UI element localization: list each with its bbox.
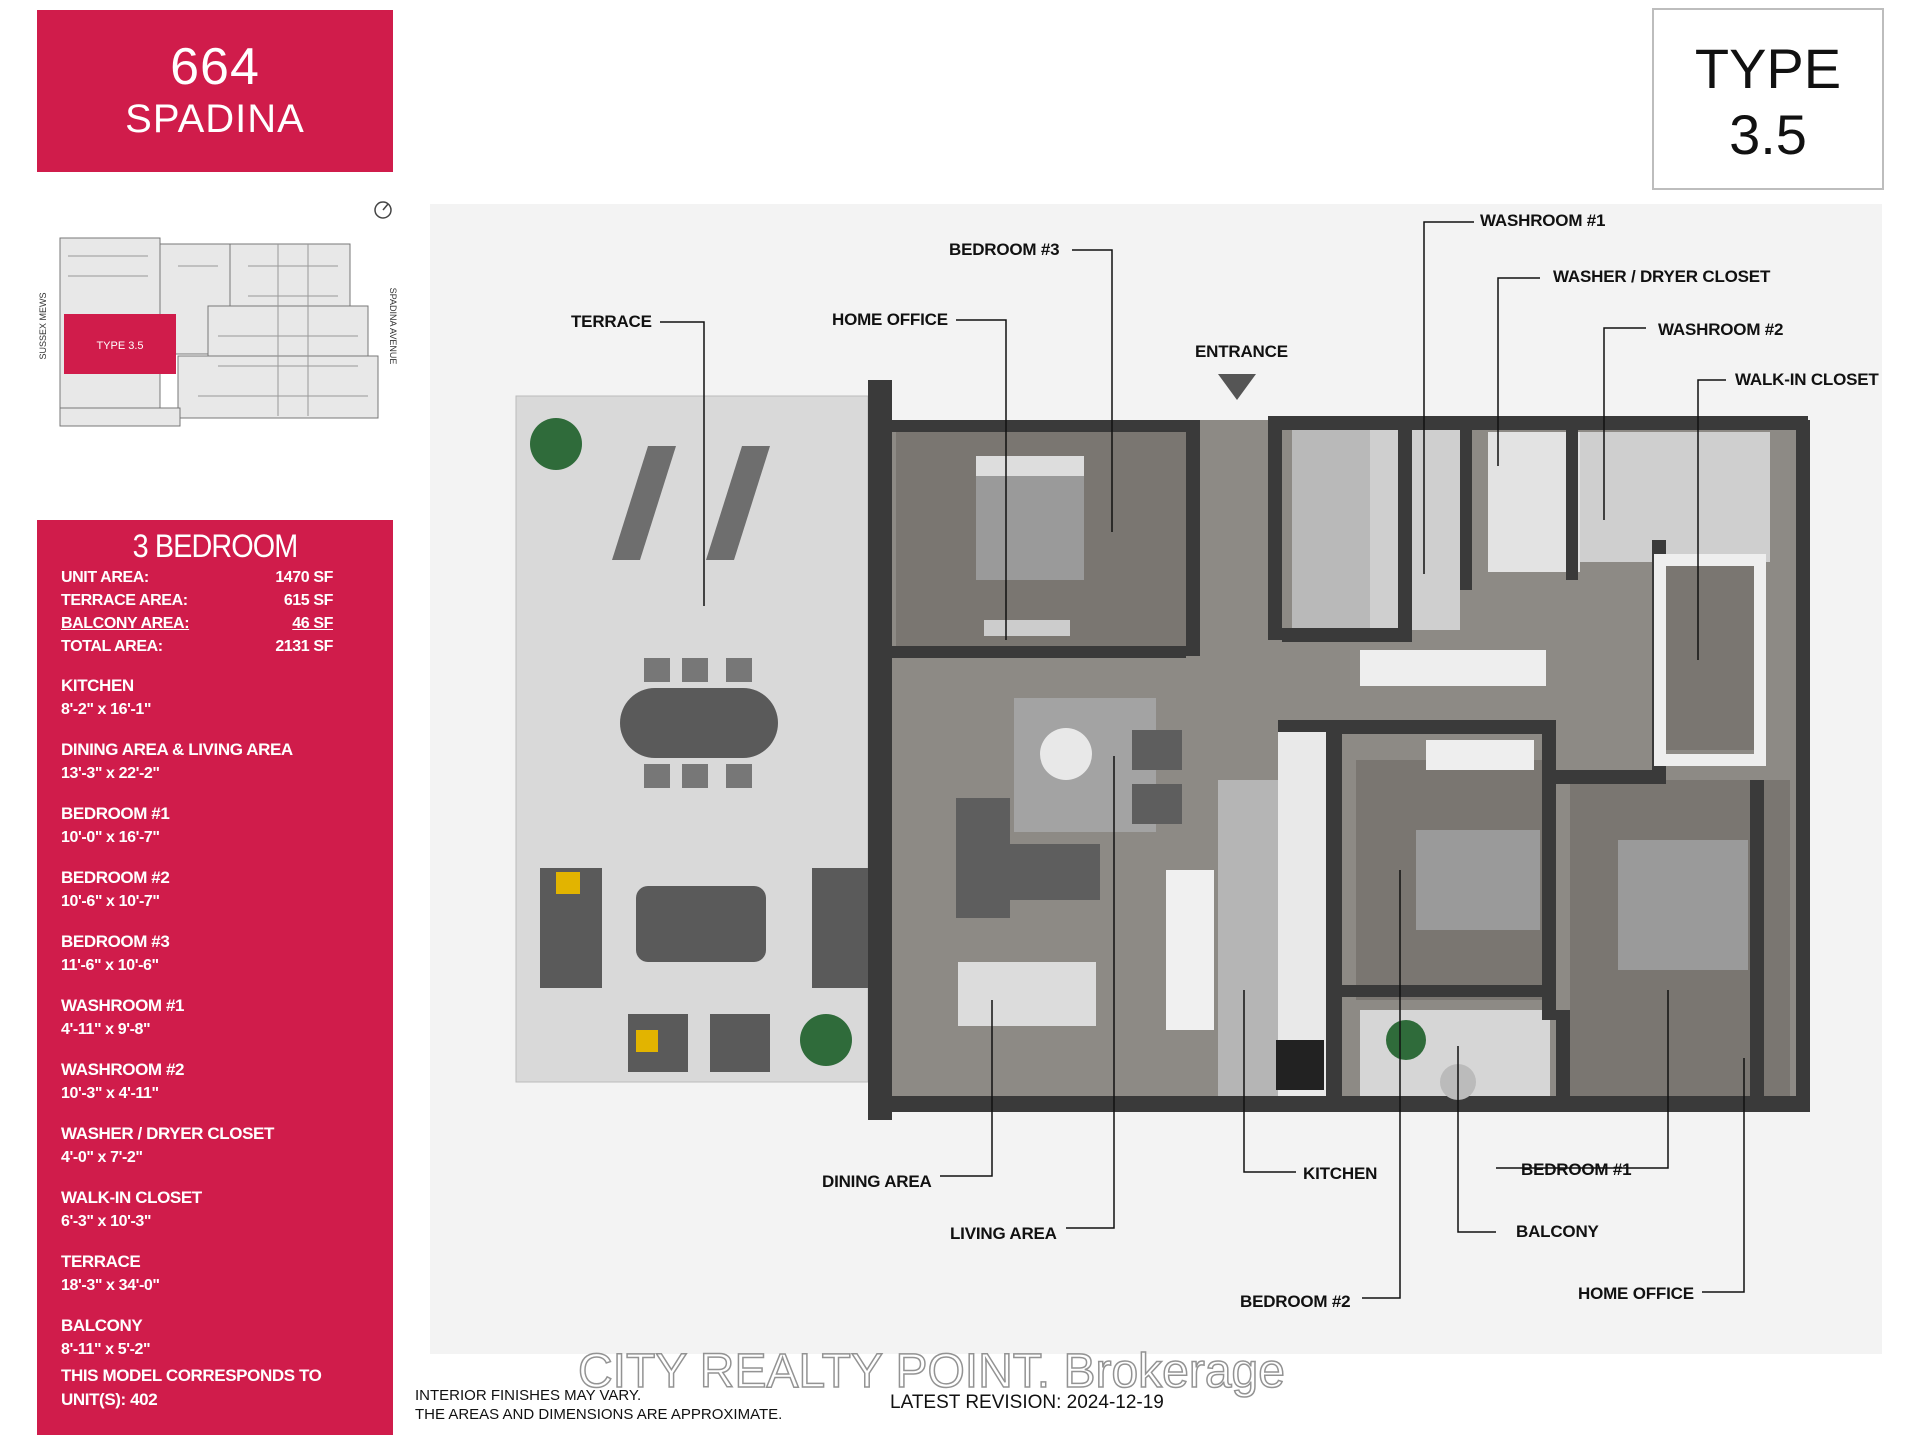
spec-panel: 3 BEDROOM UNIT AREA: 1470 SF TERRACE AREA… — [37, 520, 393, 1435]
label-living-area: LIVING AREA — [950, 1224, 1057, 1243]
note-line-1: INTERIOR FINISHES MAY VARY. — [415, 1387, 642, 1404]
room-name: KITCHEN — [61, 676, 134, 695]
list-item: TERRACE 18'-3" x 34'-0" — [61, 1250, 393, 1298]
room-dimension: 13'-3" x 22'-2" — [61, 765, 160, 782]
street-label-right: SPADINA AVENUE — [388, 288, 398, 365]
room-dimension: 10'-6" x 10'-7" — [61, 893, 160, 910]
list-item: BEDROOM #2 10'-6" x 10'-7" — [61, 866, 393, 914]
area-row: UNIT AREA: 1470 SF — [61, 566, 333, 589]
area-label: TOTAL AREA: — [61, 638, 163, 655]
room-name: WASHER / DRYER CLOSET — [61, 1124, 274, 1143]
list-item: BALCONY 8'-11" x 5'-2" — [61, 1314, 393, 1362]
label-washroom-2: WASHROOM #2 — [1658, 320, 1784, 339]
list-item: BEDROOM #1 10'-0" x 16'-7" — [61, 802, 393, 850]
note-line-2: THE AREAS AND DIMENSIONS ARE APPROXIMATE… — [415, 1406, 783, 1423]
bedroom-count-header: 3 BEDROOM — [132, 528, 299, 564]
label-washer-dryer-closet: WASHER / DRYER CLOSET — [1553, 267, 1771, 286]
building-name: SPADINA — [125, 97, 305, 141]
area-value: 2131 SF — [275, 638, 333, 655]
label-bedroom-1: BEDROOM #1 — [1521, 1160, 1632, 1179]
area-value: 615 SF — [283, 592, 334, 609]
area-value: 46 SF — [292, 615, 333, 632]
list-item: WALK-IN CLOSET 6'-3" x 10'-3" — [61, 1186, 393, 1234]
room-name: WALK-IN CLOSET — [61, 1188, 202, 1207]
north-arrow-icon — [374, 201, 392, 219]
room-name: BEDROOM #1 — [61, 804, 170, 823]
area-value: 1470 SF — [275, 569, 333, 586]
room-name: WASHROOM #1 — [61, 996, 185, 1015]
disclaimer-notes: INTERIOR FINISHES MAY VARY. THE AREAS AN… — [415, 1386, 782, 1424]
revision-date: LATEST REVISION: 2024-12-19 — [890, 1392, 1164, 1413]
room-dimension: 6'-3" x 10'-3" — [61, 1213, 152, 1230]
unit-type-box: TYPE 3.5 — [1652, 8, 1884, 190]
room-name: BEDROOM #3 — [61, 932, 170, 951]
list-item: WASHER / DRYER CLOSET 4'-0" x 7'-2" — [61, 1122, 393, 1170]
area-label: UNIT AREA: — [61, 569, 149, 586]
label-bedroom-2: BEDROOM #2 — [1240, 1292, 1351, 1311]
list-item: BEDROOM #3 11'-6" x 10'-6" — [61, 930, 393, 978]
label-entrance: ENTRANCE — [1195, 342, 1288, 361]
terrace-furniture — [530, 418, 868, 1072]
room-dimension: 8'-11" x 5'-2" — [61, 1341, 151, 1358]
list-item: KITCHEN 8'-2" x 16'-1" — [61, 674, 393, 722]
brokerage-watermark: CITY REALTY POINT. Brokerage — [577, 1344, 1285, 1399]
model-line-2: UNIT(S): 402 — [61, 1390, 158, 1409]
room-name: TERRACE — [61, 1252, 141, 1271]
label-kitchen: KITCHEN — [1303, 1164, 1378, 1183]
model-unit-note: THIS MODEL CORRESPONDS TO UNIT(S): 402 — [61, 1364, 393, 1412]
area-label: TERRACE AREA: — [61, 592, 188, 609]
area-row: BALCONY AREA: 46 SF — [61, 612, 333, 635]
room-dimension: 4'-0" x 7'-2" — [61, 1149, 143, 1166]
label-dining-area: DINING AREA — [822, 1172, 932, 1191]
key-plan-unit-label: TYPE 3.5 — [96, 340, 143, 352]
room-dimension: 18'-3" x 34'-0" — [61, 1277, 160, 1294]
unit-type-label: TYPE — [1694, 37, 1842, 100]
key-plan: TYPE 3.5 SUSSEX MEWS SPADINA AVENUE — [38, 201, 398, 427]
label-walk-in-closet: WALK-IN CLOSET — [1735, 370, 1879, 389]
room-name: BALCONY — [61, 1316, 143, 1335]
label-home-office-bottom: HOME OFFICE — [1578, 1284, 1694, 1303]
model-line-1: THIS MODEL CORRESPONDS TO — [61, 1366, 322, 1385]
room-dimension: 10'-3" x 4'-11" — [61, 1085, 159, 1102]
room-list: KITCHEN 8'-2" x 16'-1" DINING AREA & LIVI… — [61, 674, 393, 1362]
area-label: BALCONY AREA: — [61, 615, 190, 632]
room-dimension: 8'-2" x 16'-1" — [61, 701, 152, 718]
list-item: WASHROOM #2 10'-3" x 4'-11" — [61, 1058, 393, 1106]
label-home-office-top: HOME OFFICE — [832, 310, 948, 329]
building-number: 664 — [170, 38, 260, 96]
room-name: BEDROOM #2 — [61, 868, 170, 887]
room-dimension: 11'-6" x 10'-6" — [61, 957, 159, 974]
label-washroom-1: WASHROOM #1 — [1480, 211, 1606, 230]
area-list: UNIT AREA: 1470 SF TERRACE AREA: 615 SF BA… — [61, 566, 393, 658]
area-row: TERRACE AREA: 615 SF — [61, 589, 333, 612]
leader-lines — [660, 221, 1745, 1299]
unit-type-number: 3.5 — [1729, 103, 1807, 166]
key-plan-unit-highlight — [64, 314, 176, 374]
label-balcony: BALCONY — [1516, 1222, 1599, 1241]
room-dimension: 10'-0" x 16'-7" — [61, 829, 160, 846]
room-name: DINING AREA & LIVING AREA — [61, 740, 293, 759]
walls — [868, 380, 1810, 1120]
label-terrace: TERRACE — [571, 312, 652, 331]
list-item: DINING AREA & LIVING AREA 13'-3" x 22'-2" — [61, 738, 393, 786]
street-label-left: SUSSEX MEWS — [38, 292, 48, 359]
entrance-arrow-icon — [1218, 374, 1256, 400]
room-name: WASHROOM #2 — [61, 1060, 185, 1079]
area-row: TOTAL AREA: 2131 SF — [61, 635, 333, 658]
list-item: WASHROOM #1 4'-11" x 9'-8" — [61, 994, 393, 1042]
label-bedroom-3: BEDROOM #3 — [949, 240, 1060, 259]
room-dimension: 4'-11" x 9'-8" — [61, 1021, 151, 1038]
building-logo-block: 664 SPADINA — [37, 10, 393, 172]
